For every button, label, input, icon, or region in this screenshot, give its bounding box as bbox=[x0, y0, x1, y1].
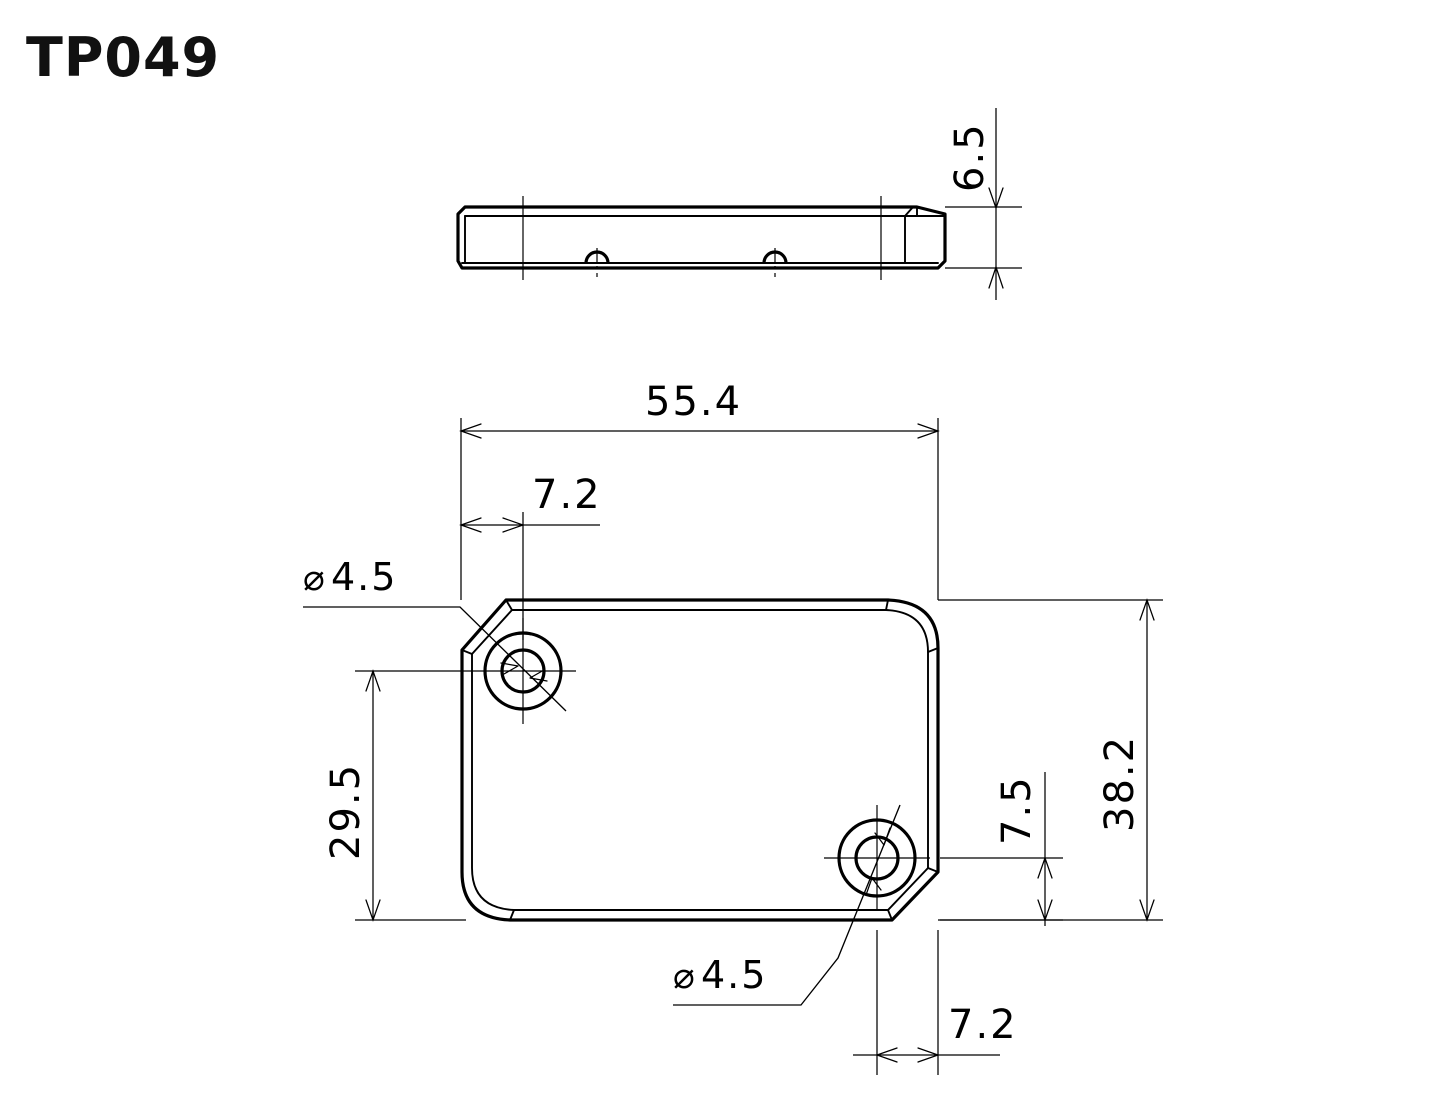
dim-29-5-arrow-bottom bbox=[365, 899, 381, 922]
dim-7-2-bottom-arrow-right bbox=[917, 1047, 940, 1063]
dim-height-label: 38.2 bbox=[1097, 735, 1143, 832]
side-elevation-view: 6.5 bbox=[456, 108, 1022, 300]
dim-7-2-bottom-label: 7.2 bbox=[948, 1002, 1018, 1048]
plan-view-tick-tr bbox=[885, 599, 889, 611]
dim-height-arrow-top bbox=[1139, 598, 1155, 621]
dim-7-5-arrow-top bbox=[1037, 856, 1053, 879]
dim-thickness-arrow-bottom bbox=[988, 265, 1004, 289]
diameter-symbol-icon: ⌀ bbox=[303, 558, 325, 599]
plan-view-chamfer-tick-tl-a bbox=[505, 599, 513, 611]
plan-view-chamfer-tick-br-a bbox=[927, 867, 939, 873]
dim-thickness-arrow-top bbox=[988, 187, 1004, 210]
dia-bottom-right-arrow-outer bbox=[874, 827, 891, 846]
dim-thickness-label: 6.5 bbox=[947, 122, 993, 192]
side-view-body-outline bbox=[456, 205, 947, 270]
dia-bottom-right-label: 4.5 bbox=[701, 953, 767, 997]
dia-bottom-right-arrow-inner bbox=[865, 877, 882, 896]
dim-7-5-label: 7.5 bbox=[994, 775, 1040, 845]
dim-29-5-arrow-top bbox=[365, 669, 381, 692]
dia-top-left-arrow-inner bbox=[500, 662, 519, 675]
dim-29-5-label: 29.5 bbox=[323, 763, 369, 860]
diameter-symbol-icon-2: ⌀ bbox=[673, 956, 695, 997]
dia-top-left-leader bbox=[303, 606, 567, 712]
plan-view-tick-bl bbox=[509, 909, 515, 921]
dim-hole-left-x-label: 7.2 bbox=[532, 472, 602, 518]
plan-view-chamfer-tick-br-b bbox=[887, 909, 893, 921]
dim-height-arrow-bottom bbox=[1139, 899, 1155, 922]
page-title: TP049 bbox=[26, 26, 220, 89]
dia-top-left-label: 4.5 bbox=[331, 555, 397, 599]
dim-hole-left-x-arrow-right bbox=[502, 517, 525, 533]
dia-top-left-arrow-outer bbox=[529, 669, 548, 682]
plan-view-outer-outline bbox=[460, 598, 940, 922]
plan-view-chamfer-tick-tl-b bbox=[461, 649, 473, 655]
dim-width-label: 55.4 bbox=[645, 379, 742, 425]
dim-width-arrow-left bbox=[459, 423, 482, 439]
plan-view: 55.4 7.2 ⌀ 4.5 29.5 bbox=[303, 379, 1163, 1075]
plan-view-tick-tr-2 bbox=[927, 647, 939, 653]
dim-width-arrow-right bbox=[917, 423, 940, 439]
plan-view-inner-outline bbox=[471, 609, 929, 911]
side-view-right-step bbox=[904, 206, 914, 264]
dim-hole-left-x-arrow-left bbox=[459, 517, 482, 533]
dim-7-2-bottom-arrow-left bbox=[875, 1047, 898, 1063]
dia-bottom-right-leader bbox=[673, 804, 901, 1006]
dim-7-5-arrow-bottom bbox=[1037, 899, 1053, 922]
